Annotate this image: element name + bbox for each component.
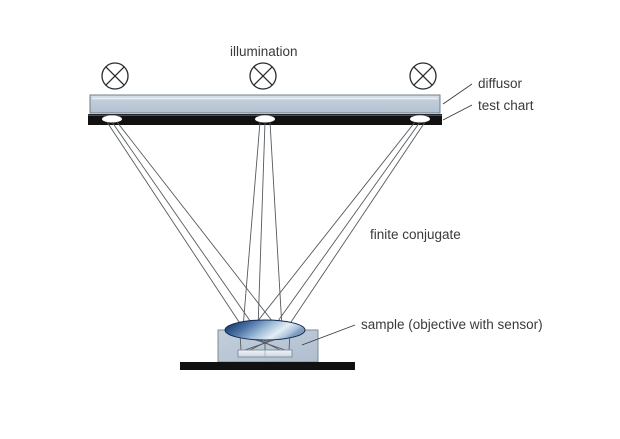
leader-sample: [301, 324, 356, 346]
ray-bundle-right: [252, 121, 426, 329]
leader-diffusor: [442, 83, 473, 105]
label-test-chart: test chart: [478, 98, 534, 113]
ray-bundle-left: [106, 121, 277, 329]
ray-center-1: [242, 121, 261, 329]
ray-left-2: [111, 121, 256, 329]
ray-center-3: [269, 121, 283, 329]
lamp-left: [101, 62, 129, 90]
label-finite-conjugate: finite conjugate: [370, 227, 461, 242]
leader-test-chart: [442, 104, 473, 121]
lens-body: [224, 319, 306, 341]
ray-right-1: [252, 121, 416, 328]
ray-right-2: [272, 121, 421, 329]
label-sample: sample (objective with sensor): [361, 317, 543, 332]
aperture-right: [410, 115, 430, 123]
aperture-center: [255, 115, 275, 123]
lamp-right: [409, 62, 437, 90]
lamp-left-x-stroke-b: [105, 66, 125, 86]
lamp-center-x-stroke-b: [253, 66, 273, 86]
base-bar: [180, 362, 355, 370]
aperture-left: [102, 115, 122, 123]
objective-lens: [224, 319, 306, 341]
ray-left-3: [116, 121, 277, 327]
lamp-right-x-stroke-b: [413, 66, 433, 86]
ray-right-3: [286, 121, 426, 329]
label-illumination: illumination: [230, 44, 298, 59]
diffusor-panel: [89, 94, 441, 114]
lamp-center: [249, 62, 277, 90]
ray-bundle-center: [242, 121, 283, 329]
sensor: [237, 349, 293, 358]
ray-left-1: [106, 121, 244, 329]
label-diffusor: diffusor: [478, 76, 523, 91]
test-chart-bar: [88, 114, 442, 125]
diffusor-body: [89, 94, 441, 114]
ray-center-2: [257, 121, 266, 329]
